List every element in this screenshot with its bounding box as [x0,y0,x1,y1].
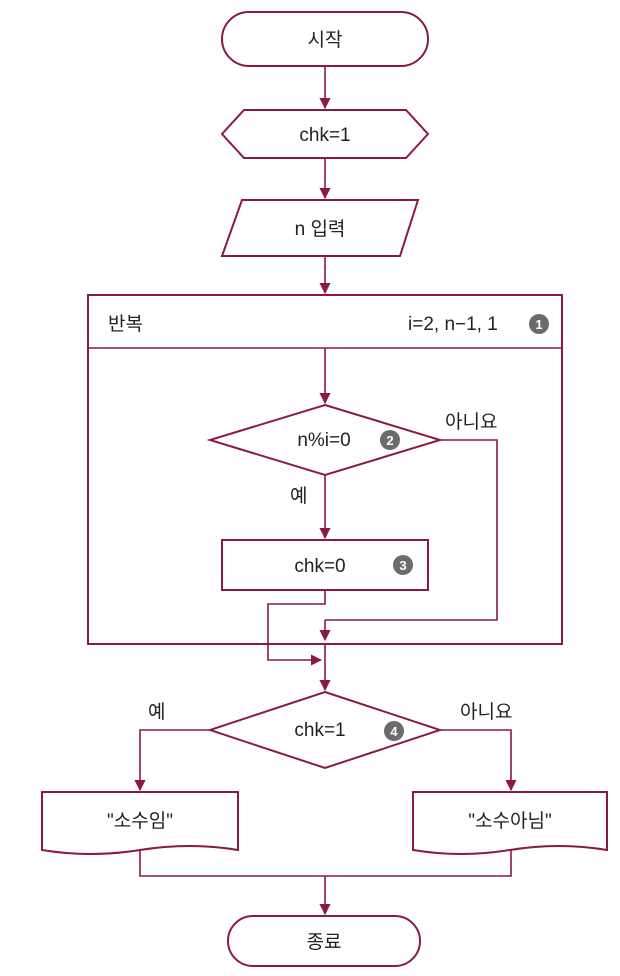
assign-badge-number: 3 [399,558,406,573]
arrow-cond2-yes [134,729,210,792]
loop-badge-number: 1 [535,317,542,332]
input-label: n 입력 [295,218,346,240]
cond2-decision [206,690,444,770]
cond1-badge-circle [380,430,400,450]
output-no-label: "소수아님" [468,810,551,832]
init-label: chk=1 [299,125,350,146]
init-preparation [220,109,430,159]
connector-cond1-no [325,439,498,621]
loop-range: i=2, n−1, 1 [408,314,498,335]
arrow-cond2-no [440,729,517,792]
output-yes-document [41,791,239,855]
output-no-document [412,791,608,855]
cond2-label: chk=1 [294,720,345,741]
connector-assign-to-merge [267,590,326,666]
cond1-label: n%i=0 [297,430,350,451]
cond1-yes-label: 예 [290,485,307,507]
cond2-yes-label: 예 [148,701,165,723]
cond1-badge-number: 2 [386,433,393,448]
cond2-badge-circle [384,721,404,741]
end-terminator [227,915,421,967]
end-label: 종료 [307,932,342,953]
start-label: 시작 [308,29,343,51]
loop-title: 반복 [108,313,143,335]
cond2-badge-number: 4 [390,724,398,739]
assign-label: chk=0 [294,556,345,577]
cond1-no-label: 아니요 [445,411,497,433]
cond2-no-label: 아니요 [460,701,512,723]
loop-badge-circle [529,314,549,334]
assign-badge-circle [393,555,413,575]
input-parallelogram [220,199,420,257]
output-yes-label: "소수임" [107,810,173,832]
